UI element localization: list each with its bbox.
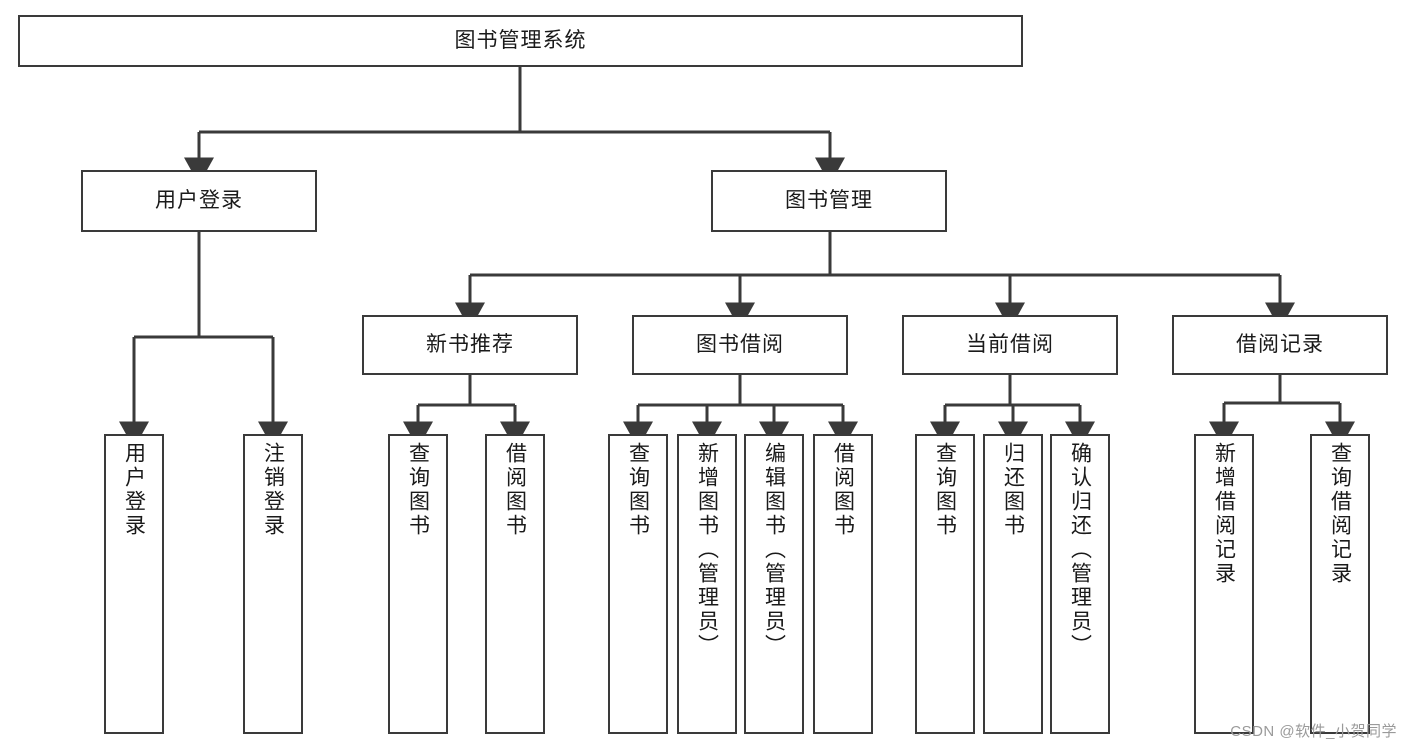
node-root-book-management-system[interactable]: 图书管理系统 bbox=[18, 15, 1023, 67]
node-label: 新书推荐 bbox=[426, 332, 514, 356]
leaf-search-books-borrow[interactable]: 查询图书 bbox=[608, 434, 668, 734]
leaf-return-books[interactable]: 归还图书 bbox=[983, 434, 1043, 734]
leaf-borrow-books[interactable]: 借阅图书 bbox=[813, 434, 873, 734]
leaf-add-borrow-record[interactable]: 新增借阅记录 bbox=[1194, 434, 1254, 734]
leaf-search-books-current[interactable]: 查询图书 bbox=[915, 434, 975, 734]
node-label: 图书管理系统 bbox=[454, 28, 587, 52]
node-label: 归还图书 bbox=[1001, 442, 1025, 538]
leaf-search-borrow-record[interactable]: 查询借阅记录 bbox=[1310, 434, 1370, 734]
node-label: 查询图书 bbox=[406, 442, 430, 538]
node-label: 图书管理 bbox=[785, 188, 873, 212]
node-label: 借阅图书 bbox=[831, 442, 855, 538]
node-label: 编辑图书（管理员） bbox=[762, 442, 786, 658]
leaf-add-book-admin[interactable]: 新增图书（管理员） bbox=[677, 434, 737, 734]
node-label: 查询图书 bbox=[626, 442, 650, 538]
node-label: 注销登录 bbox=[261, 442, 285, 538]
leaf-edit-book-admin[interactable]: 编辑图书（管理员） bbox=[744, 434, 804, 734]
node-current-borrowing[interactable]: 当前借阅 bbox=[902, 315, 1118, 375]
node-label: 用户登录 bbox=[155, 188, 243, 212]
node-label: 新增借阅记录 bbox=[1212, 442, 1236, 586]
leaf-user-login[interactable]: 用户登录 bbox=[104, 434, 164, 734]
node-book-management[interactable]: 图书管理 bbox=[711, 170, 947, 232]
node-label: 当前借阅 bbox=[966, 332, 1054, 356]
node-book-borrowing[interactable]: 图书借阅 bbox=[632, 315, 848, 375]
leaf-logout[interactable]: 注销登录 bbox=[243, 434, 303, 734]
node-label: 图书借阅 bbox=[696, 332, 784, 356]
leaf-search-books-new[interactable]: 查询图书 bbox=[388, 434, 448, 734]
node-label: 新增图书（管理员） bbox=[695, 442, 719, 658]
node-label: 用户登录 bbox=[122, 442, 146, 538]
node-label: 确认归还（管理员） bbox=[1068, 442, 1092, 658]
node-user-login[interactable]: 用户登录 bbox=[81, 170, 317, 232]
node-label: 借阅图书 bbox=[503, 442, 527, 538]
leaf-confirm-return-admin[interactable]: 确认归还（管理员） bbox=[1050, 434, 1110, 734]
node-borrow-records[interactable]: 借阅记录 bbox=[1172, 315, 1388, 375]
leaf-borrow-books-new[interactable]: 借阅图书 bbox=[485, 434, 545, 734]
node-new-book-recommendation[interactable]: 新书推荐 bbox=[362, 315, 578, 375]
node-label: 查询借阅记录 bbox=[1328, 442, 1352, 586]
node-label: 查询图书 bbox=[933, 442, 957, 538]
node-label: 借阅记录 bbox=[1236, 332, 1324, 356]
